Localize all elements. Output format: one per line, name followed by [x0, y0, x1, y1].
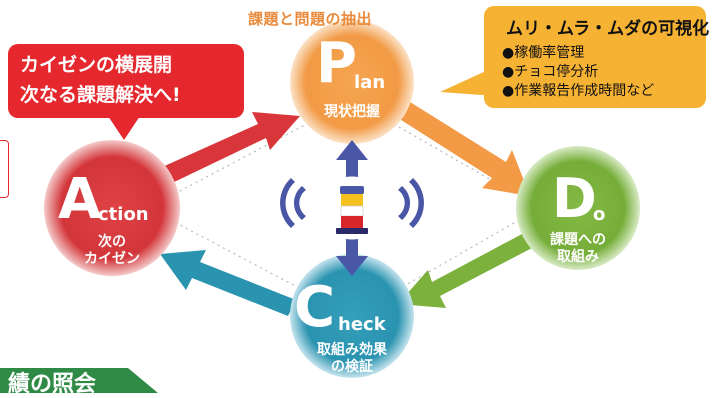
do-word: o — [593, 204, 606, 225]
check-label-line: の検証 — [331, 359, 373, 375]
do-circle — [516, 146, 640, 270]
check-word: heck — [338, 314, 386, 335]
arrow-check-to-action — [160, 250, 296, 316]
check-letter: C — [294, 275, 336, 340]
top-caption: 課題と問題の抽出 — [248, 10, 373, 28]
arrow-do-to-check — [398, 234, 532, 308]
up-arrow-icon — [336, 140, 368, 178]
action-word: ction — [98, 204, 149, 225]
kaizen-callout-box — [8, 44, 244, 118]
kaizen-callout-line: カイゼンの横展開 — [20, 54, 173, 76]
plan-circle — [290, 20, 414, 144]
action-label-line: 次の — [98, 234, 126, 250]
muri-callout-box — [484, 6, 706, 108]
muri-callout-title: ムリ・ムラ・ムダの可視化 — [506, 19, 710, 39]
check-label-line: 取組み効果 — [317, 342, 387, 358]
down-arrow-icon — [336, 238, 368, 276]
bottom-tab-label: 績の照会 — [8, 372, 97, 397]
do-label-line: 課題への — [550, 232, 606, 248]
plan-label: 現状把握 — [324, 104, 380, 120]
action-letter: A — [58, 167, 102, 232]
kaizen-callout-pointer — [108, 116, 140, 140]
arrow-plan-to-do — [398, 102, 530, 196]
wifi-left-icon — [280, 178, 306, 228]
kaizen-callout-line: 次なる課題解決へ! — [20, 84, 181, 106]
plan-letter: P — [316, 31, 358, 96]
do-letter: D — [552, 167, 597, 230]
plan-word: lan — [354, 72, 386, 93]
check-circle — [290, 254, 414, 378]
muri-item: ●稼働率管理 — [502, 45, 585, 61]
muri-item: ●チョコ停分析 — [502, 64, 599, 80]
muri-callout-pointer — [440, 70, 496, 96]
action-circle — [44, 140, 180, 276]
bottom-tab-shape — [0, 368, 158, 393]
signal-tower-icon — [320, 176, 384, 240]
wifi-right-icon — [398, 178, 424, 228]
muri-item: ●作業報告作成時間など — [502, 83, 655, 99]
left-edge-fragment — [0, 140, 9, 198]
action-label-line: カイゼン — [84, 251, 140, 267]
do-label-line: 取組み — [557, 249, 599, 265]
arrow-action-to-plan — [160, 112, 300, 184]
